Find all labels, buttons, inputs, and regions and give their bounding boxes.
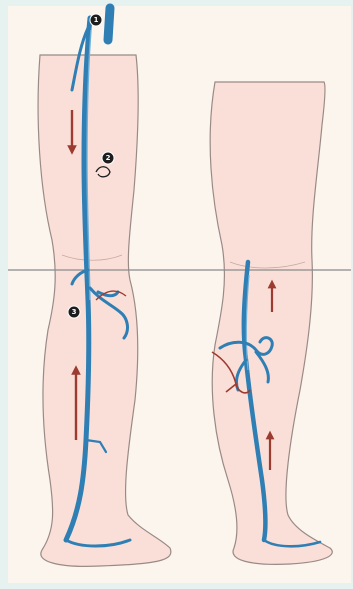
femoral-vein-upper xyxy=(108,8,110,40)
marker-1-number: 1 xyxy=(94,16,99,24)
marker-3-number: 3 xyxy=(72,308,77,316)
marker-2-number: 2 xyxy=(106,154,111,162)
marker-1: 1 xyxy=(90,14,102,26)
marker-3: 3 xyxy=(68,306,80,318)
